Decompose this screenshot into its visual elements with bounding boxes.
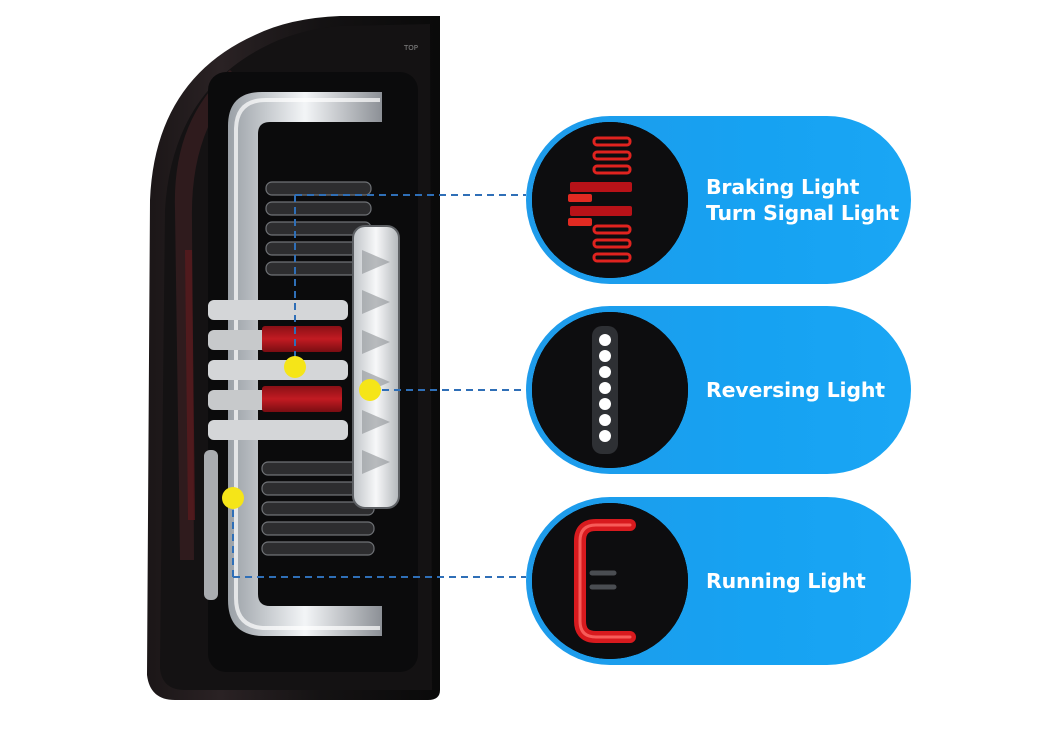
middle-bar-stack [208,300,348,440]
leader-lines [232,194,526,578]
top-mark: TOP [403,44,418,52]
brake-marker [284,356,306,378]
callout-braking-light: Braking Light Turn Signal Light [526,116,911,284]
upper-bar-stack [265,181,372,276]
callout-running-light: Running Light [526,497,911,665]
red-bar-stack-icon [532,122,688,278]
white-led-strip-icon [532,312,688,468]
callout-label: Braking Light Turn Signal Light [706,116,899,284]
reverse-marker [359,379,381,401]
braking-light-text: Braking Light [706,175,860,199]
running-light-text: Running Light [706,569,866,593]
callout-label: Reversing Light [706,306,885,474]
turn-signal-light-text: Turn Signal Light [706,201,899,225]
red-c-light-guide-icon [532,503,688,659]
callout-label: Running Light [706,497,866,665]
callout-reversing-light: Reversing Light [526,306,911,474]
lower-bar-stack [261,461,375,556]
reversing-light-text: Reversing Light [706,378,885,402]
running-marker [222,487,244,509]
